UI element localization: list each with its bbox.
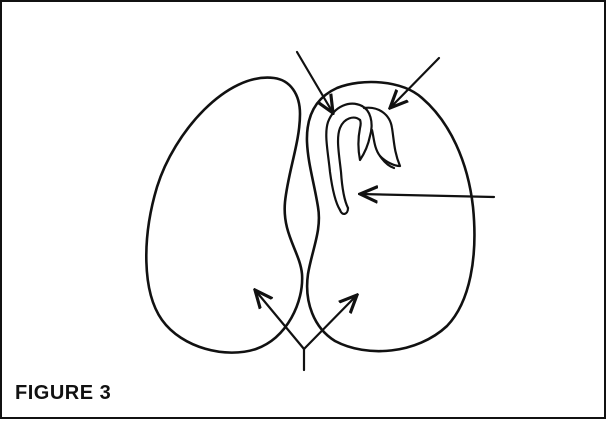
seed-half-left [146,78,302,353]
arrow-forked-to-cotyledons [255,290,357,370]
arrow-to-radicle [360,194,494,197]
arrow-to-plumule [390,58,439,108]
embryo-shoot [326,104,400,214]
figure-caption: FIGURE 3 [15,383,111,403]
arrow-to-seed-coat-edge [297,52,333,113]
